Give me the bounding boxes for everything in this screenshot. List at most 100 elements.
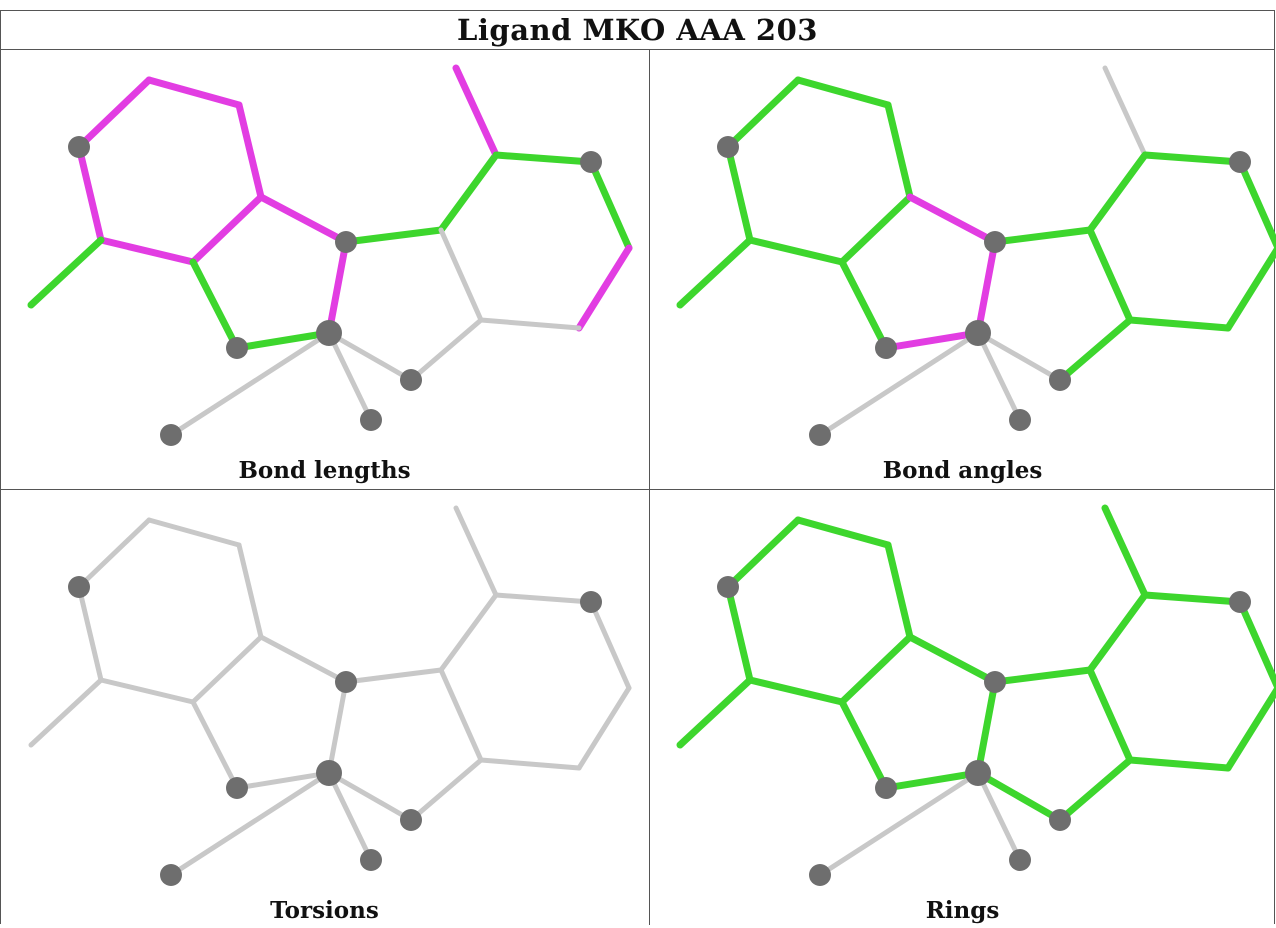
bond-b17 — [575, 244, 633, 332]
bond-b18 — [1126, 756, 1232, 772]
bond-b20 — [408, 317, 484, 383]
bond-b1 — [146, 517, 242, 548]
bond-layer — [28, 505, 632, 878]
atom-sphere-a18 — [400, 809, 422, 831]
bond-b3 — [724, 143, 754, 244]
atom-sphere-a19 — [809, 864, 831, 886]
bond-b11 — [326, 679, 349, 776]
bond-b19 — [438, 227, 484, 323]
bond-b18 — [478, 317, 582, 331]
atom-layer — [68, 576, 602, 886]
bond-b14 — [452, 64, 500, 159]
bond-b5 — [838, 633, 914, 706]
bond-b8 — [838, 258, 890, 352]
figure-title: Ligand MKO AAA 203 — [1, 11, 1274, 50]
bond-b7 — [676, 676, 754, 749]
atom-sphere-a14 — [1229, 151, 1251, 173]
bond-b14 — [453, 505, 499, 598]
figure-frame: Ligand MKO AAA 203 Bond lengths Bond ang… — [0, 10, 1276, 925]
bond-b11 — [974, 678, 999, 777]
atom-sphere-a20 — [1009, 409, 1031, 431]
atom-sphere-a9 — [965, 320, 991, 346]
bond-b15 — [1141, 151, 1244, 166]
panel-bond-angles: Bond angles — [650, 50, 1276, 488]
atom-sphere-a18 — [1049, 369, 1071, 391]
bond-b6 — [236, 542, 264, 640]
bond-b19 — [1086, 226, 1134, 324]
bond-b12 — [991, 666, 1094, 686]
atom-sphere-a3 — [717, 576, 739, 598]
atom-sphere-a10 — [335, 231, 357, 253]
atom-layer — [717, 576, 1251, 886]
bond-b14 — [1101, 504, 1149, 599]
bond-b4 — [746, 676, 846, 706]
bond-b16 — [587, 158, 633, 252]
panel-bond-lengths: Bond lengths — [1, 50, 648, 488]
bond-b22 — [817, 770, 981, 878]
bond-b5 — [190, 634, 264, 705]
bond-layer — [676, 504, 1276, 878]
bond-b19 — [438, 667, 484, 763]
bond-b10 — [257, 193, 350, 246]
bond-b19 — [1086, 666, 1134, 764]
panel-caption: Torsions — [270, 897, 379, 924]
bond-b12 — [343, 667, 444, 685]
atom-sphere-a8 — [226, 777, 248, 799]
molecule-view-torsions — [28, 505, 632, 886]
bond-b9 — [882, 769, 982, 792]
bond-b23 — [975, 330, 1023, 423]
atom-sphere-a19 — [160, 424, 182, 446]
atom-sphere-a3 — [68, 136, 90, 158]
bond-b14 — [1102, 65, 1148, 158]
bond-b8 — [190, 699, 240, 791]
bond-b3 — [76, 584, 104, 683]
bond-b7 — [27, 236, 105, 309]
panel-caption: Rings — [925, 897, 1000, 924]
atom-sphere-a20 — [360, 849, 382, 871]
bond-b23 — [975, 770, 1023, 863]
bond-b3 — [724, 583, 754, 684]
bond-b3 — [75, 143, 105, 244]
atom-sphere-a10 — [984, 231, 1006, 253]
panel-caption: Bond angles — [882, 457, 1043, 484]
bond-b21 — [974, 769, 1064, 824]
bond-b8 — [189, 258, 241, 352]
bond-b1 — [794, 516, 892, 549]
atom-sphere-a14 — [580, 151, 602, 173]
bond-layer — [27, 64, 633, 438]
bond-b13 — [438, 592, 499, 673]
bond-b16 — [588, 599, 632, 691]
bond-b23 — [326, 330, 374, 423]
atom-sphere-a20 — [360, 409, 382, 431]
bond-b11 — [325, 238, 350, 337]
bond-b16 — [1236, 598, 1276, 691]
bond-b6 — [884, 101, 914, 201]
bond-b7 — [28, 677, 104, 748]
bond-b12 — [991, 226, 1094, 246]
bond-b4 — [98, 677, 196, 705]
atom-sphere-a9 — [316, 760, 342, 786]
atom-sphere-a18 — [1049, 809, 1071, 831]
atom-sphere-a8 — [875, 337, 897, 359]
atom-sphere-a10 — [335, 671, 357, 693]
bond-b13 — [437, 151, 500, 234]
bond-b21 — [326, 770, 414, 823]
atom-sphere-a3 — [68, 576, 90, 598]
bond-b20 — [1056, 756, 1134, 824]
bond-b10 — [906, 633, 999, 686]
bond-b2 — [75, 76, 153, 151]
bond-b13 — [1086, 151, 1149, 234]
atom-layer — [717, 136, 1251, 446]
bond-b15 — [1141, 591, 1244, 606]
atom-sphere-a18 — [400, 369, 422, 391]
molecule-view-bond-angles — [676, 65, 1276, 446]
bond-b6 — [235, 101, 265, 201]
panel-caption: Bond lengths — [238, 457, 411, 484]
bond-b10 — [906, 193, 999, 246]
bond-b1 — [794, 76, 892, 109]
bond-b2 — [76, 517, 152, 590]
bond-b17 — [576, 685, 632, 771]
bond-b9 — [882, 329, 982, 352]
bond-b23 — [326, 770, 374, 863]
bond-b21 — [975, 330, 1063, 383]
